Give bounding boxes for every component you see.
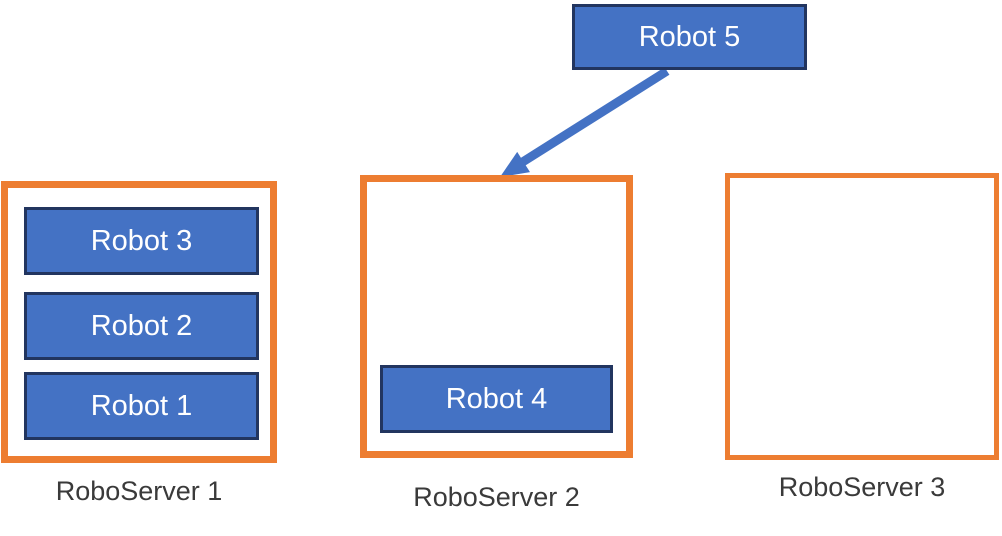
server-2-label: RoboServer 2: [413, 482, 580, 512]
robot-5-box[interactable]: Robot 5: [572, 4, 807, 70]
robot-3-box[interactable]: Robot 3: [24, 207, 259, 275]
robot-1-box[interactable]: Robot 1: [24, 372, 259, 440]
robot-4-box[interactable]: Robot 4: [380, 365, 613, 433]
server-1-box: Robot 3 Robot 2 Robot 1: [1, 181, 277, 463]
server-3-box: [725, 173, 999, 460]
arrow-head-icon: [500, 151, 530, 177]
server-2-box: Robot 4: [360, 175, 633, 458]
server-1-label: RoboServer 1: [55, 476, 223, 506]
server-3-label: RoboServer 3: [778, 472, 946, 502]
robot-2-box[interactable]: Robot 2: [24, 292, 259, 360]
arrow-line: [518, 67, 670, 167]
